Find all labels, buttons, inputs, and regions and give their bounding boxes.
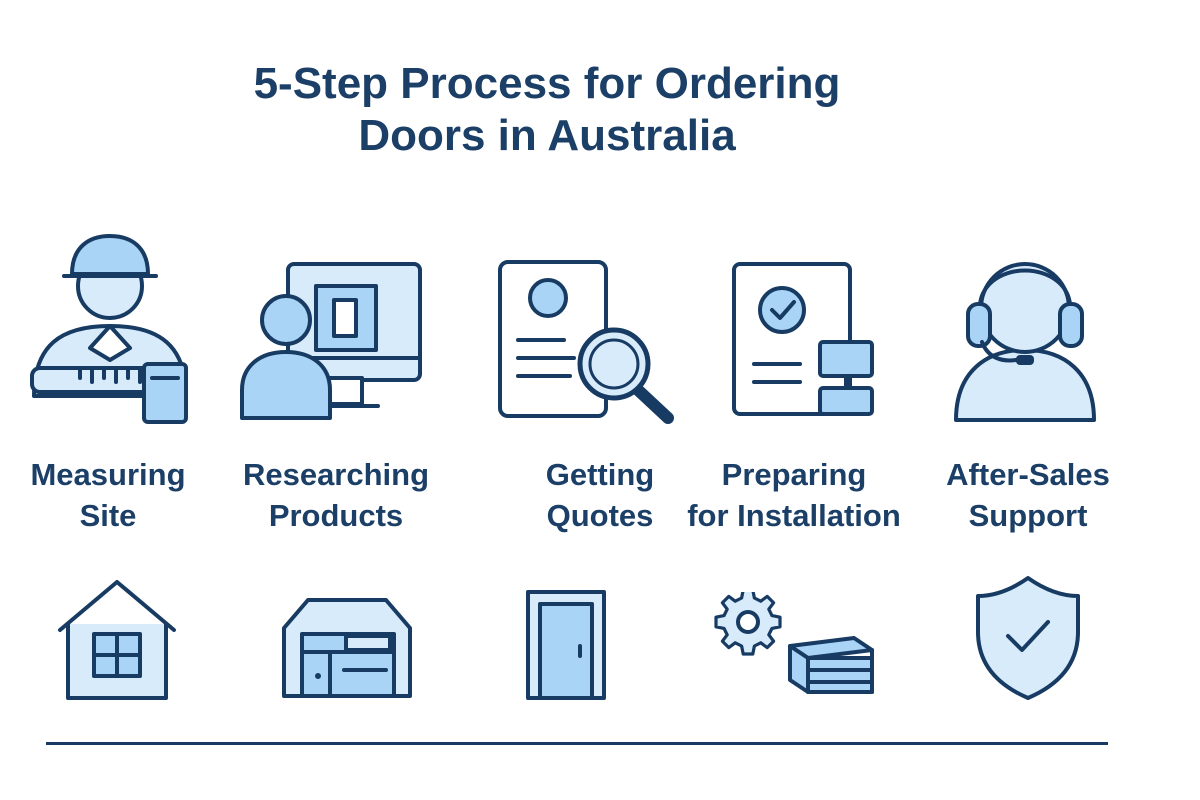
page-title: 5-Step Process for Ordering Doors in Aus… [0, 58, 1094, 162]
shield-check-icon [976, 576, 1080, 700]
person-computer-icon [240, 262, 422, 420]
step-label-measuring-site: Measuring Site [30, 457, 186, 533]
bottom-divider [46, 742, 1108, 745]
gear-stack-icon [714, 592, 874, 694]
step-label-after-sales-support: After-Sales Support [946, 457, 1110, 533]
headset-support-icon [954, 262, 1096, 422]
house-icon [58, 580, 176, 700]
title-line-2: Doors in Australia [358, 111, 736, 160]
step-label-getting-quotes: Getting Quotes [545, 457, 655, 533]
step-label-preparing-for-installation: Preparing for Installation [687, 457, 901, 533]
step-label-researching-products: Researching Products [242, 457, 430, 533]
checklist-document-icon [732, 262, 874, 416]
worker-measuring-icon [30, 234, 188, 424]
document-search-icon [498, 260, 674, 424]
garage-icon [282, 598, 412, 698]
title-line-1: 5-Step Process for Ordering [253, 59, 841, 108]
door-icon [526, 590, 606, 700]
